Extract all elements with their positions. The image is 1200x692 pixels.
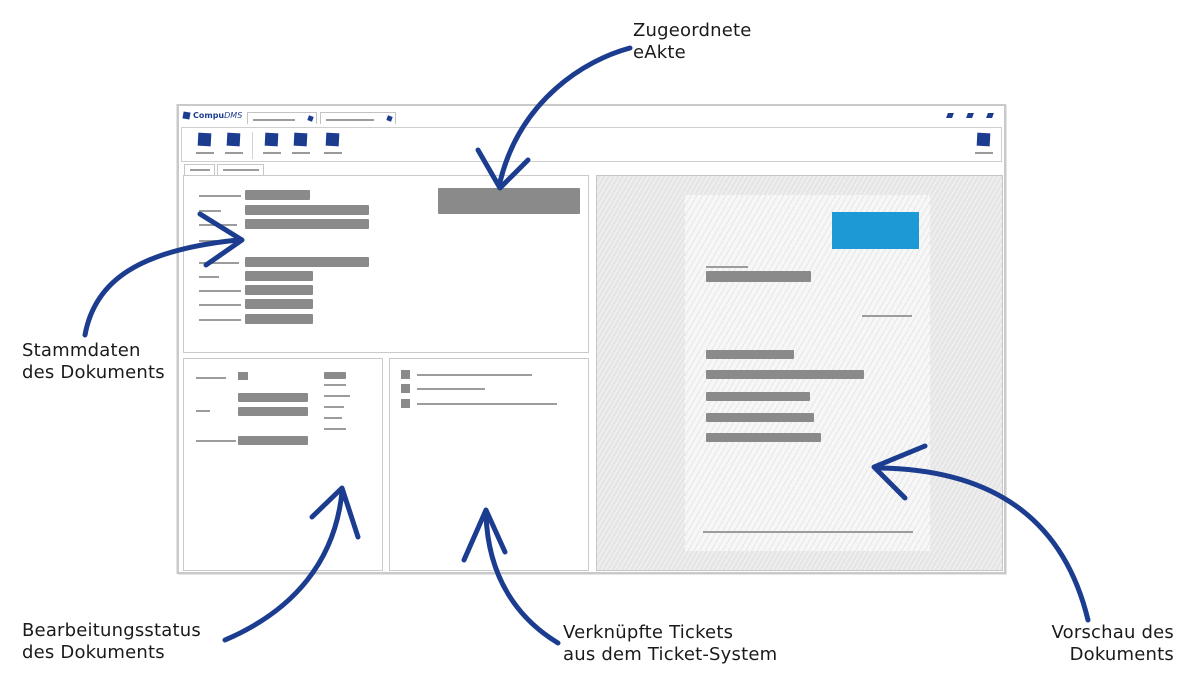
field-label-placeholder [199,276,219,278]
ribbon-label-placeholder [263,152,281,154]
annotation-line: eAkte [633,42,686,63]
page-line-placeholder [706,266,748,268]
annotation-line: Verknüpfte Tickets [563,622,734,643]
status-label-placeholder [196,410,210,412]
ticket-title-placeholder[interactable] [417,374,532,376]
logo-prefix: Compu [193,111,225,120]
ribbon-toolbar [181,127,1002,162]
field-label-placeholder [199,290,241,292]
stammdaten-arrow [82,211,245,338]
window-tab-2[interactable] [320,112,396,124]
annotation-eakte: Zugeordnete eAkte [633,20,752,64]
tab-label-placeholder [253,119,295,121]
status-label-placeholder [324,406,344,408]
vorschau-arrow [871,443,1091,623]
annotation-line: aus dem Ticket-System [563,644,778,665]
status-label-placeholder [324,395,350,397]
status-label-placeholder [324,384,346,386]
page-text-placeholder [706,433,821,442]
ticket-title-placeholder[interactable] [417,388,485,390]
annotation-line: Vorschau des [1051,622,1174,643]
field-value-placeholder [245,271,313,281]
field-value-placeholder [245,257,369,267]
window-tab-1[interactable] [247,112,317,124]
annotation-tickets: Verknüpfte Tickets aus dem Ticket-System [563,622,777,666]
logo-suffix: DMS [224,111,243,120]
app-window-sketch: CompuDMS [177,104,1006,574]
page-text-placeholder [706,271,811,282]
field-label-placeholder [199,195,241,197]
field-label-placeholder [199,262,239,264]
page-logo-fill [832,212,919,249]
status-label-placeholder [196,440,236,442]
annotation-vorschau: Vorschau des Dokuments [1052,622,1174,666]
status-label-placeholder [324,417,342,419]
page-text-placeholder [706,413,814,422]
status-label-placeholder [324,428,346,430]
field-value-placeholder [245,314,313,324]
page-text-placeholder [706,370,864,379]
ribbon-label-placeholder [975,152,993,154]
field-label-placeholder [199,319,241,321]
status-value-placeholder [324,372,346,379]
annotation-status: Bearbeitungsstatus des Dokuments [22,620,201,664]
tab-label-placeholder [223,169,259,171]
field-value-placeholder [245,219,369,229]
ribbon-label-placeholder [324,152,342,154]
title-bar: CompuDMS [179,106,1004,126]
annotation-line: Stammdaten [22,340,141,361]
field-value-placeholder [245,205,369,215]
annotation-line: des Dokuments [22,642,165,663]
ticket-icon [401,384,410,393]
field-label-placeholder [199,304,241,306]
app-logo: CompuDMS [182,111,243,120]
page-logo-block [832,212,919,249]
status-indicator [238,372,248,380]
page-footer-placeholder [703,531,913,533]
eakte-field-placeholder[interactable] [438,188,580,214]
tab-label-placeholder [190,169,210,171]
annotation-line: Dokuments [1069,644,1174,665]
document-preview-panel [596,175,1003,571]
stammdaten-panel [183,175,589,353]
annotation-line: des Dokuments [22,362,165,383]
status-label-placeholder [196,377,226,379]
ticket-title-placeholder[interactable] [417,403,557,405]
ribbon-label-placeholder [196,152,214,154]
status-value-placeholder [238,393,308,402]
document-tab-1[interactable] [184,164,215,175]
ribbon-label-placeholder [225,152,243,154]
document-page [685,195,930,551]
ticket-icon [401,399,410,408]
status-arrow [222,485,361,643]
ribbon-label-placeholder [292,152,310,154]
annotation-stammdaten: Stammdaten des Dokuments [22,340,165,384]
annotation-line: Bearbeitungsstatus [22,620,201,641]
tickets-arrow [461,507,561,646]
annotation-line: Zugeordnete [633,20,752,41]
field-value-placeholder [245,299,313,309]
field-label-placeholder [199,210,221,212]
status-panel [183,358,383,571]
page-line-placeholder [862,315,912,317]
ribbon-separator [252,132,253,159]
field-value-placeholder [245,190,310,200]
page-text-placeholder [706,350,794,359]
page-text-placeholder [706,392,810,401]
status-value-placeholder [238,407,308,416]
status-value-placeholder [238,436,308,445]
tab-label-placeholder [326,119,374,121]
eakte-arrow [475,45,633,191]
ticket-icon [401,370,410,379]
document-tab-2[interactable] [217,164,264,175]
field-value-placeholder [245,285,313,295]
